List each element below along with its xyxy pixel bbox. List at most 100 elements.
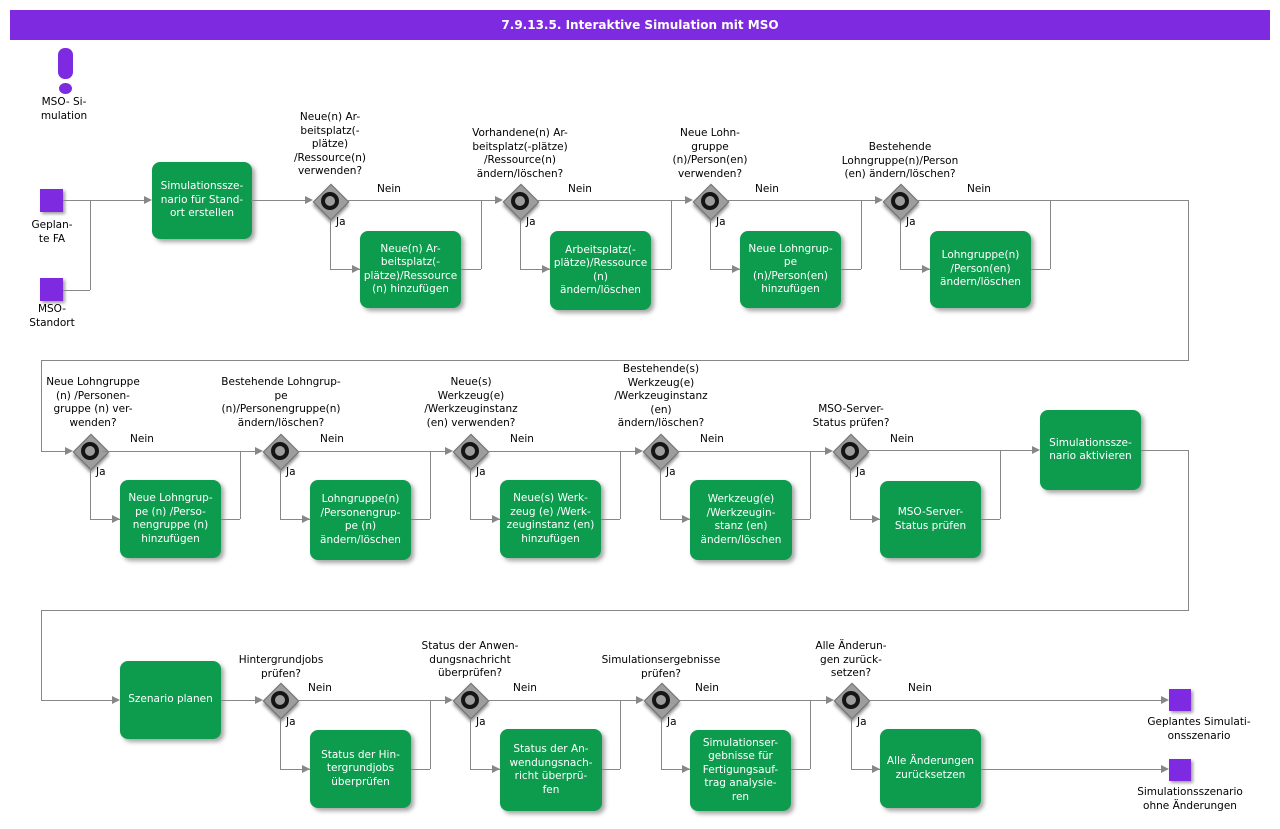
question-mso-server-status: MSO-Server- Status prüfen?: [812, 403, 890, 429]
label-nein: Nein: [568, 183, 592, 195]
flow-connector: [1141, 450, 1189, 451]
flow-connector: [602, 769, 620, 770]
question-neue-werkzeuge: Neue(s) Werkzeug(e) /Werkzeuginstanz (en…: [424, 376, 518, 429]
gateway-vorhandene-arbeitsplaetze: [500, 181, 540, 221]
gateway-circle-icon: [511, 192, 529, 210]
flow-connector: [620, 451, 621, 519]
task-lohngruppe-person-aendern[interactable]: Lohngruppe(n) /Person(en) ändern/löschen: [930, 231, 1031, 308]
flow-connector: [981, 769, 1161, 770]
flow-connector: [727, 200, 875, 201]
end-event-simulationsszenario-ohne-aenderungen: [1169, 759, 1191, 781]
task-lohngruppe-personengruppe-aendern[interactable]: Lohngruppe(n) /Personengrup- pe (n) ände…: [310, 480, 411, 560]
arrowhead-icon: [445, 696, 453, 704]
label-ja: Ja: [856, 466, 866, 478]
task-status-hintergrundjobs[interactable]: Status der Hin- tergrundjobs überprüfen: [310, 730, 411, 808]
arrowhead-icon: [826, 696, 834, 704]
arrowhead-icon: [872, 765, 880, 773]
gateway-bestehende-werkzeuge: [640, 431, 680, 471]
label-ja: Ja: [716, 216, 726, 228]
task-aenderungen-zuruecksetzen[interactable]: Alle Änderungen zurücksetzen: [880, 729, 981, 808]
flow-connector: [520, 269, 550, 270]
flow-connector: [411, 519, 430, 520]
flow-connector: [251, 200, 305, 201]
flow-connector: [868, 700, 1161, 701]
flow-connector: [430, 451, 431, 519]
flow-connector: [1031, 269, 1050, 270]
arrowhead-icon: [255, 447, 263, 455]
arrowhead-icon: [542, 265, 550, 273]
task-werkzeug-hinzufuegen[interactable]: Neue(s) Werk- zeug (e) /Werk- zeuginstan…: [500, 480, 601, 558]
arrowhead-icon: [825, 447, 833, 455]
gateway-bestehende-lohngruppe-person: [880, 181, 920, 221]
arrowhead-icon: [492, 765, 500, 773]
flow-connector: [810, 451, 811, 519]
gateway-circle-icon: [841, 442, 859, 460]
arrowhead-icon: [875, 196, 883, 204]
label-nein: Nein: [513, 682, 537, 694]
flow-connector: [1188, 450, 1189, 611]
flow-connector: [41, 700, 112, 701]
flow-connector: [430, 701, 431, 769]
task-mso-server-status-pruefen[interactable]: MSO-Server- Status prüfen: [880, 481, 981, 558]
arrowhead-icon: [445, 447, 453, 455]
label-geplante-fa: Geplan- te FA: [31, 219, 73, 245]
flow-connector: [330, 269, 360, 270]
diagram-title: 7.9.13.5. Interaktive Simulation mit MSO: [501, 18, 779, 32]
arrowhead-icon: [255, 696, 263, 704]
flow-connector: [41, 360, 1189, 361]
question-bestehende-lohngruppe-person: Bestehende Lohngruppe(n)/Person (en) änd…: [841, 141, 959, 180]
task-lohngruppe-personengruppe-hinzufuegen[interactable]: Neue Lohngrup- pe (n) /Perso- nengruppe …: [120, 480, 221, 558]
flow-connector: [280, 468, 281, 519]
flow-connector: [710, 269, 740, 270]
arrowhead-icon: [112, 696, 120, 704]
flow-connector: [791, 519, 810, 520]
arrowhead-icon: [144, 196, 152, 204]
arrowhead-icon: [492, 515, 500, 523]
task-werkzeug-aendern[interactable]: Werkzeug(e) /Werkzeugin- stanz (en) ände…: [690, 480, 792, 560]
flow-connector: [41, 360, 42, 451]
flow-connector: [601, 519, 620, 520]
label-nein: Nein: [510, 433, 534, 445]
diagram-title-bar: 7.9.13.5. Interaktive Simulation mit MSO: [10, 10, 1270, 40]
label-mso-simulation: MSO- Si- mulation: [40, 96, 88, 122]
gateway-mso-server-status: [830, 431, 870, 471]
flow-connector: [411, 769, 430, 770]
flow-connector: [90, 519, 120, 520]
task-lohngruppe-person-hinzufuegen[interactable]: Neue Lohngrup- pe (n)/Person(en) hinzufü…: [740, 231, 841, 308]
flow-connector: [347, 200, 495, 201]
arrowhead-icon: [305, 196, 313, 204]
task-arbeitsplaetze-hinzufuegen[interactable]: Neue(n) Ar- beitsplatz(- plätze)/Ressour…: [360, 231, 461, 308]
flow-connector: [280, 769, 310, 770]
flow-connector: [661, 769, 690, 770]
flow-connector: [63, 290, 90, 291]
warning-icon-bar: [58, 48, 73, 79]
flow-connector: [710, 218, 711, 269]
flow-connector: [660, 468, 661, 519]
task-status-anwendungsnachricht[interactable]: Status der An- wendungsnach- richt überp…: [500, 729, 602, 811]
arrowhead-icon: [352, 265, 360, 273]
flow-connector: [677, 451, 825, 452]
task-simulationsergebnisse-analysieren[interactable]: Simulationser- gebnisse für Fertigungsau…: [690, 730, 791, 811]
task-szenario-planen[interactable]: Szenario planen: [120, 661, 221, 739]
task-simulationsszenario-erstellen[interactable]: Simulationssze- nario für Stand- ort ers…: [152, 162, 252, 239]
flow-connector: [461, 269, 481, 270]
flow-connector: [487, 451, 635, 452]
flow-connector: [103, 451, 255, 452]
question-neue-arbeitsplaetze: Neue(n) Ar- beitsplatz(- plätze) /Ressou…: [293, 111, 366, 177]
gateway-circle-icon: [271, 442, 289, 460]
label-nein: Nein: [377, 183, 401, 195]
gateway-neue-lohngruppe-person: [690, 181, 730, 221]
label-nein: Nein: [130, 433, 154, 445]
flow-connector: [620, 701, 621, 769]
arrowhead-icon: [636, 696, 644, 704]
arrowhead-icon: [1161, 765, 1169, 773]
task-arbeitsplaetze-aendern[interactable]: Arbeitsplatz(- plätze)/Ressource (n) änd…: [550, 231, 651, 310]
question-bestehende-lohngruppe-personengruppe: Bestehende Lohngrup- pe (n)/Personengrup…: [221, 376, 341, 429]
label-ja: Ja: [286, 716, 296, 728]
flow-connector: [330, 218, 331, 269]
gateway-circle-icon: [321, 192, 339, 210]
gateway-circle-icon: [652, 691, 670, 709]
flow-connector: [221, 519, 240, 520]
task-simulationsszenario-aktivieren[interactable]: Simulationssze- nario aktivieren: [1040, 410, 1141, 490]
